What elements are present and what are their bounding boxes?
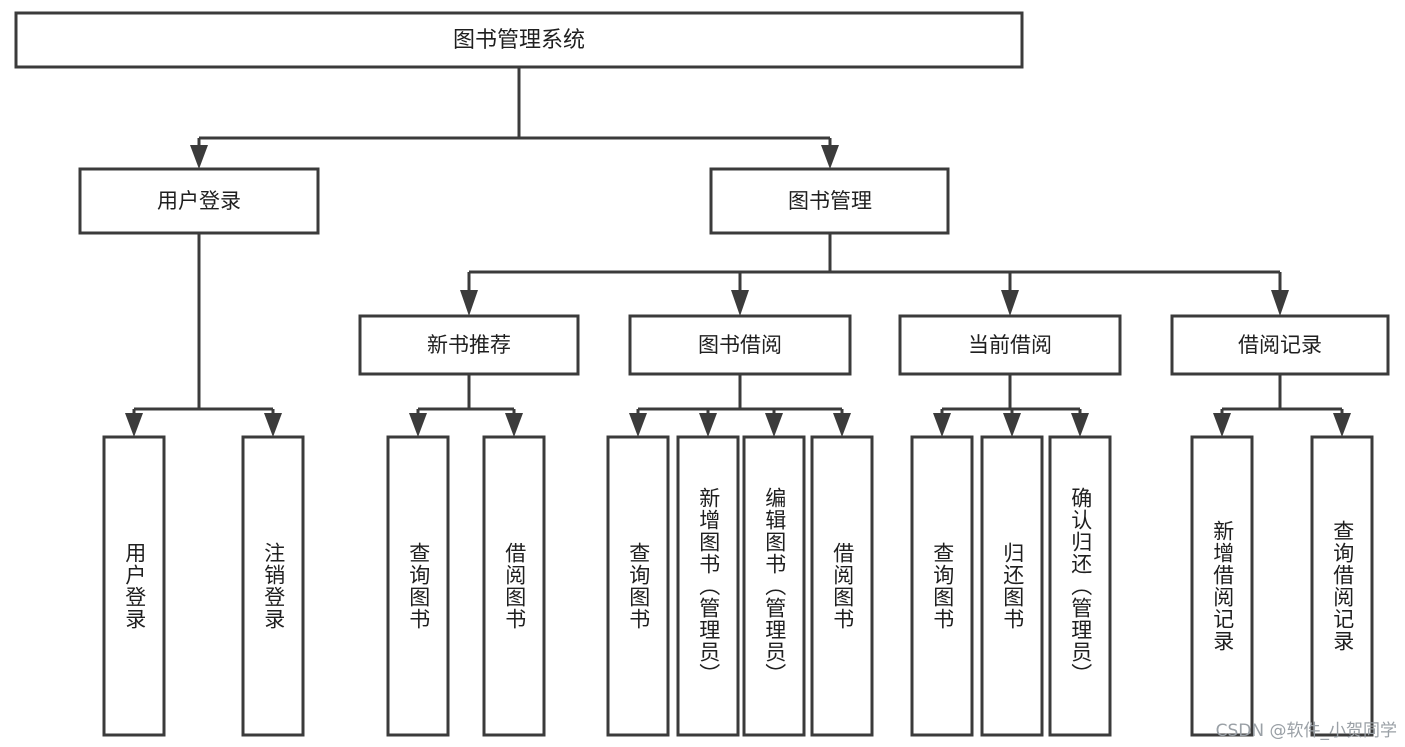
node-current-borrow-label: 当前借阅 — [968, 333, 1052, 357]
node-user-login[interactable]: 用户登录 — [78, 167, 320, 235]
connector-newbook-to-leaves — [409, 374, 523, 437]
leaf-rect-query-book-3 — [910, 435, 974, 737]
connector-root-to-level2 — [190, 67, 839, 169]
leaf-rect-return-book — [980, 435, 1044, 737]
leaf-rect-borrow-book-1 — [482, 435, 546, 737]
node-book-borrow[interactable]: 图书借阅 — [628, 314, 852, 376]
leaf-rect-add-record — [1190, 435, 1254, 737]
connector-bookmanage-to-level3 — [460, 233, 1289, 316]
leaf-rects — [102, 435, 1374, 737]
node-book-borrow-label: 图书借阅 — [698, 333, 782, 357]
node-root[interactable]: 图书管理系统 — [14, 11, 1024, 69]
watermark: CSDN @软件_小贺同学 — [1215, 721, 1397, 741]
leaf-rect-edit-book — [742, 435, 806, 737]
leaf-rect-borrow-book-2 — [810, 435, 874, 737]
node-borrow-record-label: 借阅记录 — [1238, 333, 1322, 357]
leaf-rect-confirm-return — [1048, 435, 1112, 737]
node-user-login-label: 用户登录 — [157, 189, 241, 213]
leaf-rect-user-logout — [241, 435, 305, 737]
connector-userlogin-to-leaves — [125, 233, 282, 437]
leaf-rect-user-login — [102, 435, 166, 737]
node-new-book-recommend-label: 新书推荐 — [427, 333, 511, 357]
connector-borrowrecord-to-leaves — [1213, 374, 1351, 437]
leaf-rect-query-book-1 — [386, 435, 450, 737]
node-new-book-recommend[interactable]: 新书推荐 — [358, 314, 580, 376]
node-book-manage-label: 图书管理 — [788, 189, 872, 213]
connector-currentborrow-to-leaves — [933, 374, 1089, 437]
node-root-label: 图书管理系统 — [453, 28, 585, 53]
node-book-manage[interactable]: 图书管理 — [709, 167, 950, 235]
leaf-rect-query-record — [1310, 435, 1374, 737]
leaf-rect-query-book-2 — [606, 435, 670, 737]
connector-bookborrow-to-leaves — [629, 374, 851, 437]
leaf-rect-add-book — [676, 435, 740, 737]
node-borrow-record[interactable]: 借阅记录 — [1170, 314, 1390, 376]
node-current-borrow[interactable]: 当前借阅 — [898, 314, 1122, 376]
